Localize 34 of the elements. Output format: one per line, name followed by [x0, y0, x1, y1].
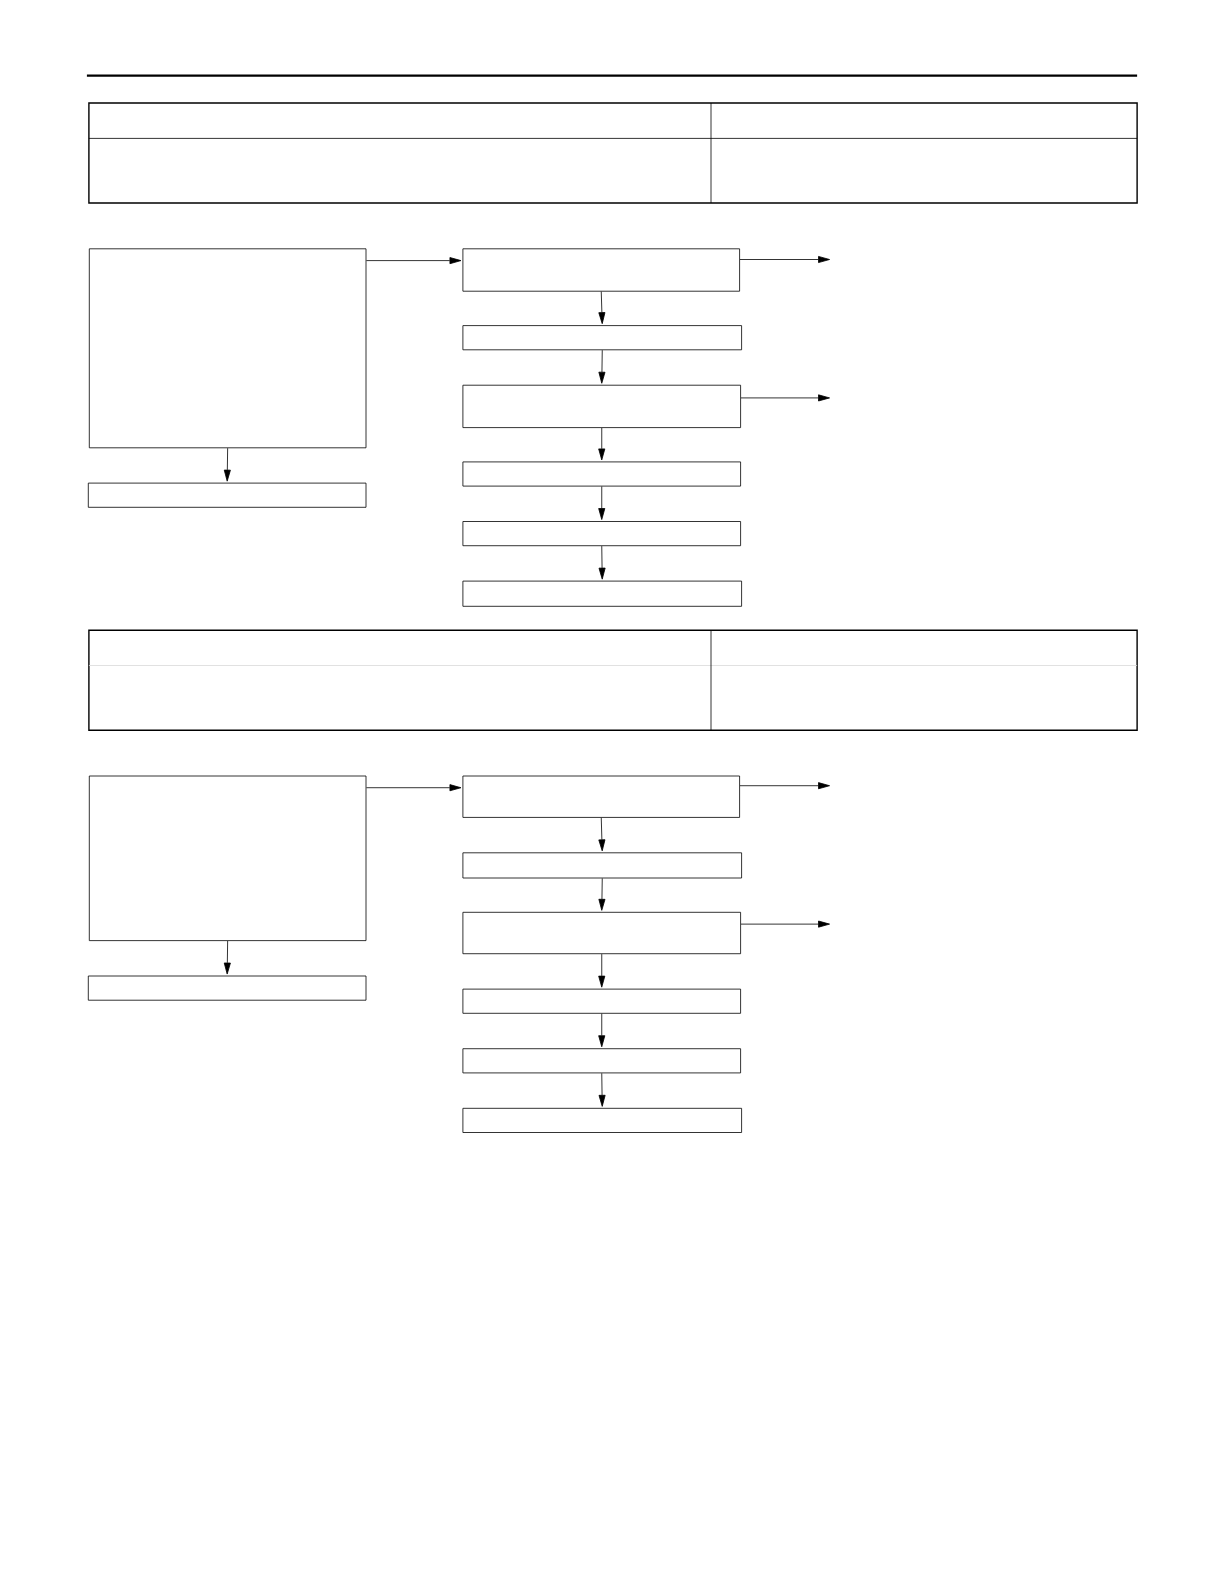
arrow [598, 427, 606, 461]
arrow [740, 920, 830, 928]
process-box [462, 461, 741, 487]
arrow [598, 1013, 606, 1048]
process-box [462, 580, 742, 607]
process-box [87, 482, 367, 508]
arrow [598, 486, 606, 520]
arrow [223, 447, 231, 482]
arrow [598, 545, 606, 580]
arrow [598, 349, 606, 384]
process-box [88, 775, 367, 941]
arrow [598, 953, 606, 988]
arrow [366, 784, 462, 792]
arrow [739, 782, 830, 790]
process-box [462, 1048, 741, 1074]
arrow [598, 291, 606, 325]
process-box [462, 1107, 742, 1133]
arrow [739, 256, 830, 263]
process-box [462, 988, 741, 1014]
process-box [462, 911, 741, 955]
process-box [462, 775, 740, 818]
process-box [462, 325, 742, 351]
arrow [598, 1072, 606, 1107]
process-box [462, 248, 740, 292]
process-box [462, 852, 742, 879]
process-box [87, 975, 367, 1001]
process-box [462, 521, 741, 547]
arrow [598, 817, 606, 852]
arrow [366, 257, 462, 265]
arrow [598, 878, 606, 911]
process-box [88, 248, 367, 449]
arrow [740, 394, 830, 402]
arrow [223, 940, 231, 975]
process-box [462, 384, 741, 428]
